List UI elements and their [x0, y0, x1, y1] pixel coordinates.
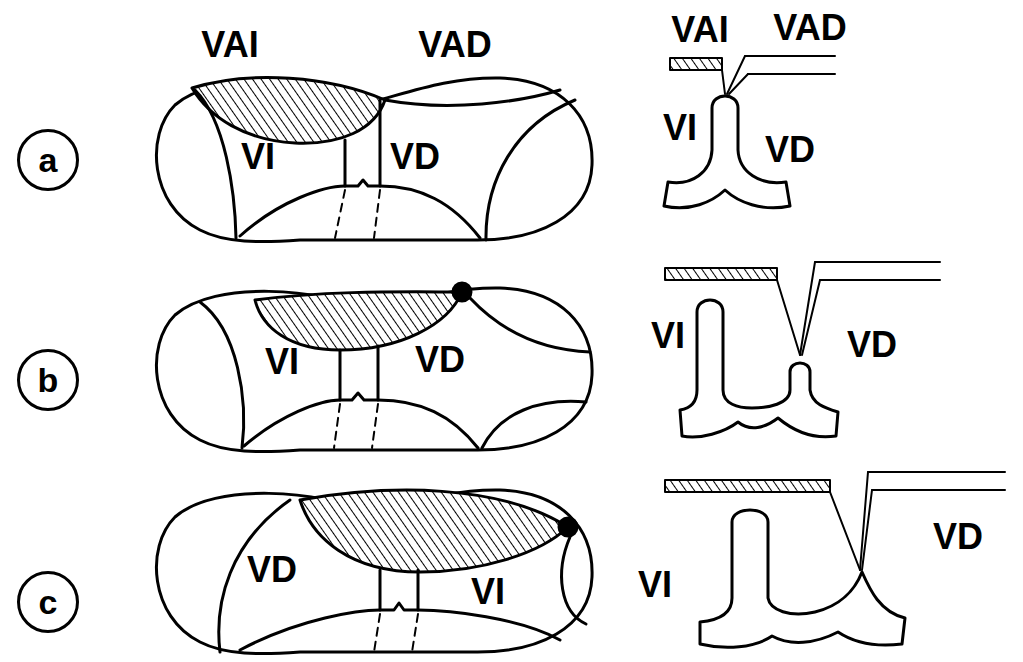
panel-letter-text: b [16, 348, 80, 412]
cross-section-c [156, 490, 592, 654]
chamber-label: VI [265, 344, 299, 380]
cross-section-b [156, 283, 592, 452]
septum-sketch-b [665, 262, 940, 437]
chamber-label: VD [765, 132, 815, 168]
chamber-label: VAI [201, 27, 258, 63]
chamber-label: VI [638, 567, 672, 603]
chamber-label: VAD [773, 10, 846, 46]
chamber-label: VI [651, 318, 685, 354]
chamber-label: VI [663, 110, 697, 146]
panel-letter: a [16, 128, 80, 192]
cross-section-a [156, 78, 592, 242]
chamber-label: VAD [418, 27, 491, 63]
chamber-label: VD [247, 552, 297, 588]
chamber-label: VD [415, 342, 465, 378]
chamber-label: VI [471, 574, 505, 610]
chamber-label: VD [847, 327, 897, 363]
panel-letter: b [16, 348, 80, 412]
chamber-label: VD [390, 139, 440, 175]
chamber-label: VI [241, 139, 275, 175]
panel-letter: c [16, 570, 80, 634]
chamber-label: VD [933, 519, 983, 555]
septum-sketch-c [665, 472, 1005, 647]
panel-letter-text: c [16, 570, 80, 634]
panel-letter-text: a [16, 128, 80, 192]
chamber-label: VAI [671, 12, 728, 48]
